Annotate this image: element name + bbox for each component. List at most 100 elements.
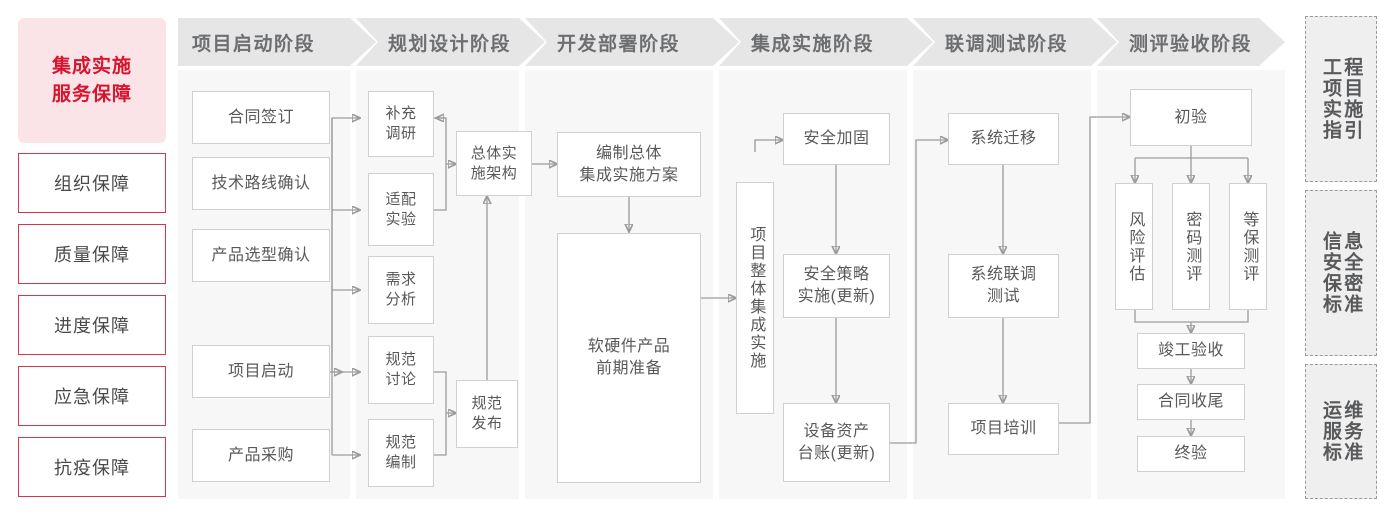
node-label-line2: 编制 xyxy=(385,454,417,471)
sidebar-item-schedule[interactable]: 进度保障 xyxy=(18,295,166,355)
node-label: 技术路线确认 xyxy=(211,174,311,192)
standard-box-ops-service-standard[interactable]: 维务准 运服标 xyxy=(1305,364,1377,499)
node-adaptation-experiment[interactable]: 适配 实验 xyxy=(368,173,434,246)
standard-box-infosec-standard[interactable]: 息全密准 信安保标 xyxy=(1305,190,1377,356)
sidebar-item-label: 抗疫保障 xyxy=(54,458,130,478)
guarantee-header-line1: 集成实施 xyxy=(51,55,132,77)
node-label-line1: 总体实 xyxy=(470,144,518,162)
node-requirement-analysis[interactable]: 需求 分析 xyxy=(368,256,434,324)
sidebar-item-epidemic[interactable]: 抗疫保障 xyxy=(18,437,166,497)
standard-label-col-left: 工项实指 xyxy=(1320,57,1341,141)
node-product-selection-confirm[interactable]: 产品选型确认 xyxy=(192,229,330,282)
node-product-procurement[interactable]: 产品采购 xyxy=(192,429,330,482)
node-overall-implementation-architecture[interactable]: 总体实 施架构 xyxy=(456,131,532,196)
phase-title: 项目启动阶段 xyxy=(192,33,316,55)
phase-header-2: 规划设计阶段 xyxy=(356,18,545,66)
phase-header-4: 集成实施阶段 xyxy=(719,18,933,66)
node-hw-sw-preparation[interactable]: 软硬件产品 前期准备 xyxy=(557,233,701,483)
node-label-line1: 适配 xyxy=(385,190,417,208)
node-label: 初验 xyxy=(1174,108,1208,126)
node-label-line1: 规范 xyxy=(385,434,417,451)
node-risk-assessment[interactable]: 风险评估 xyxy=(1115,183,1153,310)
node-label-line1: 安全策略 xyxy=(803,266,870,283)
node-standard-discussion[interactable]: 规范 讨论 xyxy=(368,336,434,404)
node-preliminary-acceptance[interactable]: 初验 xyxy=(1130,89,1252,146)
node-label: 系统迁移 xyxy=(970,130,1037,147)
node-label: 密码测评 xyxy=(1183,210,1201,283)
node-label: 合同收尾 xyxy=(1157,393,1224,410)
sidebar-item-label: 应急保障 xyxy=(54,387,130,407)
phase-title: 开发部署阶段 xyxy=(557,33,681,55)
node-cryptography-evaluation[interactable]: 密码测评 xyxy=(1172,183,1210,310)
node-standard-release[interactable]: 规范 发布 xyxy=(456,380,518,448)
node-label-line1: 软硬件产品 xyxy=(587,338,671,355)
node-label-line2: 讨论 xyxy=(385,371,417,388)
node-label-line1: 编制总体 xyxy=(595,144,662,162)
phase-title: 集成实施阶段 xyxy=(751,33,875,55)
node-label-line1: 系统联调 xyxy=(970,266,1037,283)
standard-box-engineering-guideline[interactable]: 程目施引 工项实指 xyxy=(1305,16,1377,182)
node-standard-drafting[interactable]: 规范 编制 xyxy=(368,419,434,487)
node-contract-signing[interactable]: 合同签订 xyxy=(192,91,330,144)
node-label-line1: 需求 xyxy=(385,271,417,288)
node-label-line1: 补充 xyxy=(385,105,417,122)
phase-title: 测评验收阶段 xyxy=(1129,33,1253,55)
phase-header-3: 开发部署阶段 xyxy=(525,18,739,66)
sidebar-item-label: 质量保障 xyxy=(54,245,130,265)
node-label-line2: 实验 xyxy=(385,210,417,228)
standard-label-col-right: 维务准 xyxy=(1341,400,1363,463)
node-overall-integration-plan[interactable]: 编制总体 集成实施方案 xyxy=(557,132,701,197)
node-tech-route-confirm[interactable]: 技术路线确认 xyxy=(192,157,330,210)
node-label-line1: 规范 xyxy=(385,351,417,368)
standard-label-col-left: 运服标 xyxy=(1320,400,1341,463)
node-security-policy-implementation[interactable]: 安全策略 实施(更新) xyxy=(783,254,890,318)
guarantee-header: 集成实施 服务保障 xyxy=(18,18,166,143)
node-label-line2: 测试 xyxy=(986,288,1020,305)
node-label: 安全加固 xyxy=(803,130,870,147)
node-label: 项目培训 xyxy=(970,420,1037,437)
standard-label-col-right: 息全密准 xyxy=(1341,231,1363,315)
node-project-training[interactable]: 项目培训 xyxy=(948,403,1059,455)
node-label-line2: 发布 xyxy=(471,415,503,432)
node-label: 产品采购 xyxy=(227,446,294,464)
node-label: 等保测评 xyxy=(1240,210,1258,283)
standard-label-col-left: 信安保标 xyxy=(1320,231,1341,315)
node-label-line1: 设备资产 xyxy=(803,422,870,440)
phase-header-5: 联调测试阶段 xyxy=(913,18,1117,66)
node-system-joint-debug-test[interactable]: 系统联调 测试 xyxy=(948,254,1059,318)
node-overall-project-integration[interactable]: 项目整体集成实施 xyxy=(736,182,774,414)
sidebar-item-label: 组织保障 xyxy=(54,174,130,194)
node-label: 产品选型确认 xyxy=(211,246,311,264)
node-label: 终验 xyxy=(1174,445,1208,462)
phase-title: 规划设计阶段 xyxy=(388,33,512,55)
node-label-line2: 实施(更新) xyxy=(797,288,876,305)
node-label-line2: 调研 xyxy=(385,125,417,142)
node-final-acceptance[interactable]: 终验 xyxy=(1137,436,1245,472)
phase-title: 联调测试阶段 xyxy=(945,33,1069,55)
sidebar-item-quality[interactable]: 质量保障 xyxy=(18,224,166,284)
node-label-line2: 台账(更新) xyxy=(797,444,876,462)
guarantee-header-line2: 服务保障 xyxy=(51,83,132,105)
sidebar-item-organization[interactable]: 组织保障 xyxy=(18,153,166,213)
node-label: 合同签订 xyxy=(227,108,294,126)
sidebar-item-emergency[interactable]: 应急保障 xyxy=(18,366,166,426)
node-completion-acceptance[interactable]: 竣工验收 xyxy=(1137,333,1245,369)
node-classified-protection-evaluation[interactable]: 等保测评 xyxy=(1229,183,1267,310)
node-label-line2: 分析 xyxy=(385,291,417,308)
phase-header-6: 测评验收阶段 xyxy=(1097,18,1285,66)
phase-header-1: 项目启动阶段 xyxy=(178,18,376,66)
node-supplementary-research[interactable]: 补充 调研 xyxy=(368,91,434,157)
node-label: 竣工验收 xyxy=(1157,342,1224,359)
node-label: 项目整体集成实施 xyxy=(747,226,765,370)
standard-label-col-right: 程目施引 xyxy=(1341,57,1363,141)
node-label-line2: 前期准备 xyxy=(595,360,662,377)
node-label: 项目启动 xyxy=(227,362,294,380)
node-contract-closeout[interactable]: 合同收尾 xyxy=(1137,384,1245,420)
node-equipment-asset-ledger[interactable]: 设备资产 台账(更新) xyxy=(783,403,890,482)
node-project-kickoff[interactable]: 项目启动 xyxy=(192,345,330,398)
sidebar-item-label: 进度保障 xyxy=(54,316,130,336)
node-label-line2: 集成实施方案 xyxy=(579,166,679,184)
node-security-hardening[interactable]: 安全加固 xyxy=(783,113,890,165)
node-system-migration[interactable]: 系统迁移 xyxy=(948,113,1059,165)
